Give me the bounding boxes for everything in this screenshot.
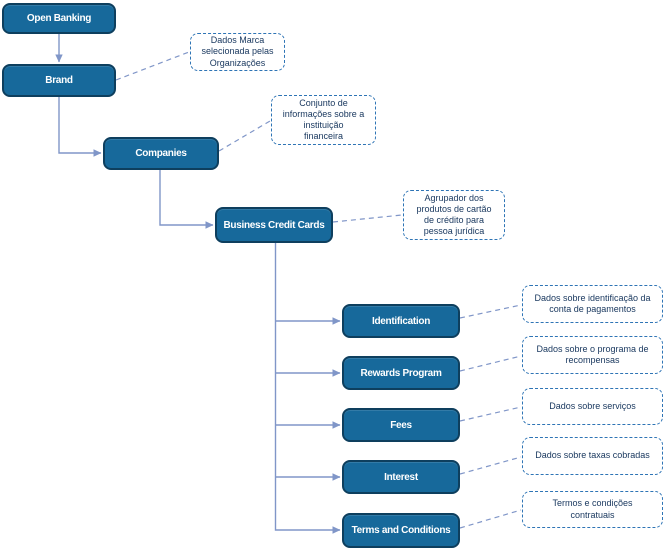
link-identification-note xyxy=(459,304,522,319)
note-fees: Dados sobre serviços xyxy=(522,388,663,425)
node-companies-label: Companies xyxy=(135,148,187,159)
connector-business-credit-cards-terms-and-conditions xyxy=(274,243,341,534)
link-rewards-program-note xyxy=(459,355,522,372)
node-brand: Brand xyxy=(2,64,116,97)
node-fees-label: Fees xyxy=(390,419,412,431)
node-terms-and-conditions-label: Terms and Conditions xyxy=(351,525,451,536)
node-open-banking: Open Banking xyxy=(2,3,116,34)
link-fees-note xyxy=(459,406,522,422)
note-fees-text: Dados sobre serviços xyxy=(549,400,636,411)
note-rewards-program: Dados sobre o programa de recompensas xyxy=(522,336,663,374)
note-business-credit-cards-text: Agrupador dos produtos de cartão de créd… xyxy=(416,192,492,237)
node-terms-and-conditions: Terms and Conditions xyxy=(342,513,460,548)
node-identification-label: Identification xyxy=(371,315,431,327)
note-interest-text: Dados sobre taxas cobradas xyxy=(535,450,650,461)
node-business-credit-cards-label: Business Credit Cards xyxy=(223,219,325,231)
link-brand-note xyxy=(115,51,190,81)
note-identification: Dados sobre identificação da conta de pa… xyxy=(522,285,663,323)
note-brand-text: Dados Marca selecionada pelas Organizaçõ… xyxy=(201,35,274,68)
note-terms-and-conditions-text: Termos e condições contratuais xyxy=(552,498,633,520)
note-identification-text: Dados sobre identificação da conta de pa… xyxy=(534,292,651,314)
link-terms-and-conditions-note xyxy=(459,509,522,529)
link-business-credit-cards-note xyxy=(332,214,403,223)
note-companies: Conjunto de informações sobre a institui… xyxy=(271,95,376,145)
node-identification: Identification xyxy=(342,304,460,338)
node-open-banking-label: Open Banking xyxy=(26,13,92,24)
connector-brand-companies xyxy=(58,97,102,157)
link-companies-note xyxy=(218,120,271,152)
node-fees: Fees xyxy=(342,408,460,442)
note-brand: Dados Marca selecionada pelas Organizaçõ… xyxy=(190,33,285,71)
node-rewards-program: Rewards Program xyxy=(342,356,460,390)
link-interest-note xyxy=(459,456,522,475)
note-terms-and-conditions: Termos e condições contratuais xyxy=(522,491,663,528)
node-brand-label: Brand xyxy=(45,75,73,86)
note-business-credit-cards: Agrupador dos produtos de cartão de créd… xyxy=(403,190,505,240)
node-interest: Interest xyxy=(342,460,460,494)
note-interest: Dados sobre taxas cobradas xyxy=(522,437,663,475)
note-rewards-program-text: Dados sobre o programa de recompensas xyxy=(536,343,649,365)
connector-companies-business-credit-cards xyxy=(159,170,214,229)
node-companies: Companies xyxy=(103,137,219,170)
node-interest-label: Interest xyxy=(384,471,418,483)
note-companies-text: Conjunto de informações sobre a institui… xyxy=(282,97,365,142)
node-business-credit-cards: Business Credit Cards xyxy=(215,207,333,243)
node-rewards-program-label: Rewards Program xyxy=(360,367,442,379)
